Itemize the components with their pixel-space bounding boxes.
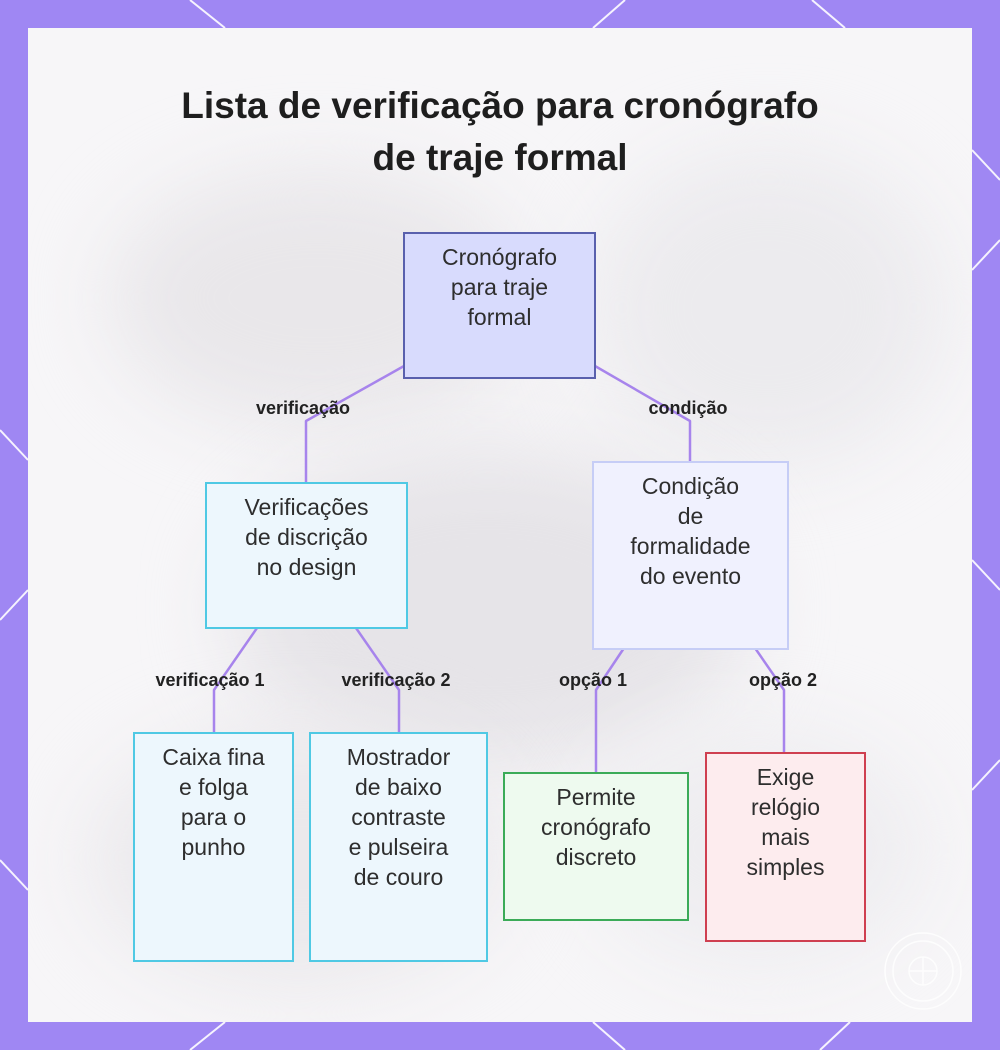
edge-label-option-1: opção 1 [558,670,628,690]
edge-label-check-2: verificação 2 [341,670,451,690]
edge-root-discretion [304,364,405,483]
node-low-contrast-dial-label: Mostrador de baixo contraste e pulseira … [346,744,451,890]
edge-label-verification: verificação [255,398,351,418]
node-formal-chronograph-label: Cronógrafo para traje formal [441,244,558,330]
node-thin-case: Caixa fina e folga para o punho [133,732,294,962]
edge-label-option-2: opção 2 [748,670,818,690]
edge-check2 [354,627,401,733]
node-low-contrast-dial: Mostrador de baixo contraste e pulseira … [309,732,488,962]
edge-root-formality [594,364,692,462]
edge-check1 [212,627,259,733]
diagram-title-line-1: Lista de verificação para cronógrafo [181,85,819,126]
node-allows-chronograph: Permite cronógrafo discreto [503,772,689,921]
edge-label-check-1: verificação 1 [155,670,265,690]
node-thin-case-label: Caixa fina e folga para o punho [162,744,265,860]
seal-watermark [884,932,962,1010]
edge-label-condition: condição [648,398,728,418]
node-discretion-checks: Verificações de discrição no design [205,482,408,629]
edge-option1 [594,647,626,773]
edge-option2 [753,647,786,753]
node-formal-chronograph: Cronógrafo para traje formal [403,232,596,379]
node-requires-simpler-label: Exige relógio mais simples [746,764,825,880]
node-event-formality-label: Condição de formalidade do evento [630,473,751,589]
node-requires-simpler: Exige relógio mais simples [705,752,866,942]
node-discretion-checks-label: Verificações de discrição no design [244,494,369,580]
diagram-title-line-2: de traje formal [372,137,628,178]
node-event-formality: Condição de formalidade do evento [592,461,789,650]
node-allows-chronograph-label: Permite cronógrafo discreto [541,784,651,870]
